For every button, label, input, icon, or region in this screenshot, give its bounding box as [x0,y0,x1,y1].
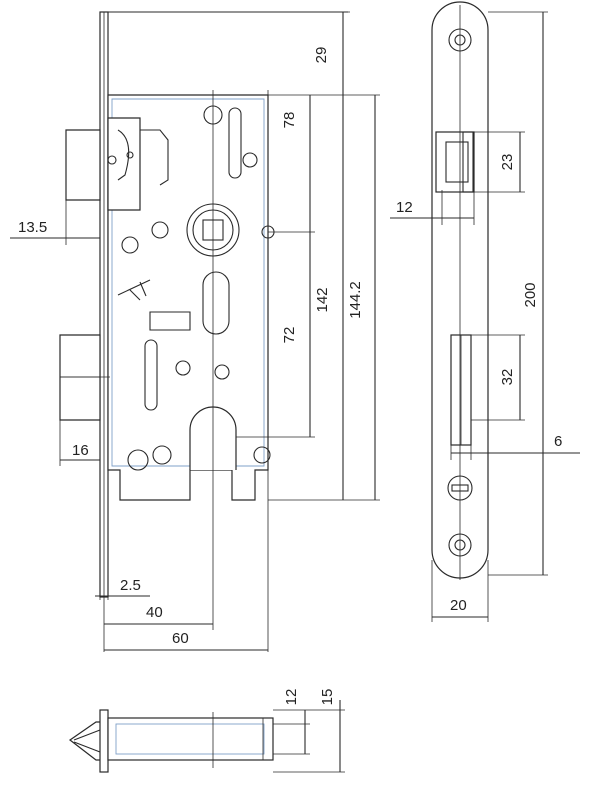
dim-72: 72 [281,327,298,344]
dimension-lines-side: 29 78 142 144.2 72 13.5 16 2.5 40 60 [10,11,380,652]
faceplate-front-view [431,1,489,580]
faceplate-edge [99,709,109,773]
slot-top [228,107,242,179]
case-top [107,717,274,761]
dim-23: 23 [499,154,516,171]
dim-200: 200 [522,282,539,307]
dim-78: 78 [281,112,298,129]
dim-6: 6 [554,433,562,450]
dim-32: 32 [499,369,516,386]
dimension-lines-top: 12 15 [273,689,345,773]
dead-bolt [59,334,101,421]
dim-12-front: 12 [396,199,413,216]
dim-12-bottom: 12 [283,689,300,706]
lock-body-view [59,11,348,652]
dim-142: 142 [314,287,331,312]
dim-15: 15 [319,689,336,706]
dimension-lines-front: 12 23 200 32 6 20 [390,11,580,622]
lock-top-view [68,709,274,773]
dim-13-5: 13.5 [18,219,47,236]
latch-bolt [65,129,101,201]
dim-16: 16 [72,442,89,459]
dim-60: 60 [172,630,189,647]
dim-20: 20 [450,597,467,614]
dim-144-2: 144.2 [347,281,364,319]
slot-low [144,339,158,411]
dim-29: 29 [313,47,330,64]
dim-40: 40 [146,604,163,621]
slot-mid [202,271,230,335]
dim-2-5: 2.5 [120,577,141,594]
